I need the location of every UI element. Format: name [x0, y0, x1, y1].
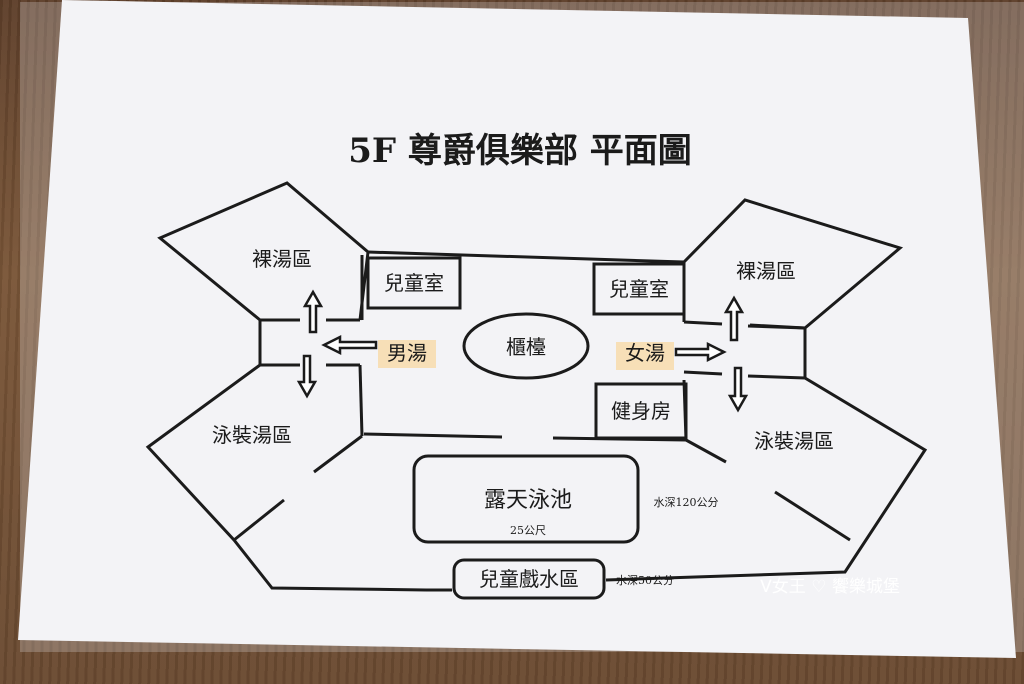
kids-room-left-label: 兒童室 [384, 271, 444, 295]
gym-box [594, 382, 688, 440]
arrow-right-women-icon [674, 341, 727, 363]
left-nude-bath-outline [157, 181, 370, 322]
floor-plan-lines [145, 181, 928, 592]
kids-water-area-box [452, 558, 606, 600]
kids-room-right-box [592, 262, 686, 316]
pool-length-label: 25公尺 [510, 524, 546, 537]
central-top-wall [367, 250, 685, 264]
counter-ellipse [462, 312, 590, 380]
women-bath-highlight [616, 342, 674, 370]
kids-water-depth-label: 水深50公分 [616, 574, 674, 587]
swimsuit-bath-left-label: 泳裝湯區 [212, 423, 292, 447]
arrow-down-left-icon [296, 354, 318, 399]
outdoor-pool-box [412, 454, 640, 544]
photo-watermark: V女王 ♡ 饗樂城堡 [760, 576, 900, 597]
kids-water-area-label: 兒童戲水區 [479, 567, 579, 591]
nude-bath-left-label: 裸湯區 [252, 247, 312, 271]
outdoor-pool-label: 露天泳池 [484, 488, 572, 513]
flow-arrows [296, 289, 749, 413]
men-bath-highlight [378, 340, 436, 368]
arrow-left-men-icon [321, 334, 378, 356]
plan-title: 5F 尊爵俱樂部 平面圖 [348, 131, 691, 171]
arrow-up-right-icon [723, 295, 745, 342]
arrow-up-left-icon [302, 289, 324, 334]
women-bath-label: 女湯 [625, 341, 665, 365]
counter-label: 櫃檯 [506, 335, 546, 359]
nude-bath-right-label: 裸湯區 [736, 259, 796, 283]
kids-room-right-label: 兒童室 [609, 277, 669, 301]
right-swimsuit-bath-outline [605, 376, 928, 582]
gym-label: 健身房 [611, 399, 671, 423]
swimsuit-bath-right-label: 泳裝湯區 [754, 429, 834, 453]
paper-sheet [18, 0, 1016, 658]
kids-room-left-box [366, 256, 462, 310]
arrow-down-right-icon [727, 366, 749, 413]
men-bath-label: 男湯 [387, 341, 427, 365]
pool-depth-label: 水深120公分 [654, 496, 719, 509]
